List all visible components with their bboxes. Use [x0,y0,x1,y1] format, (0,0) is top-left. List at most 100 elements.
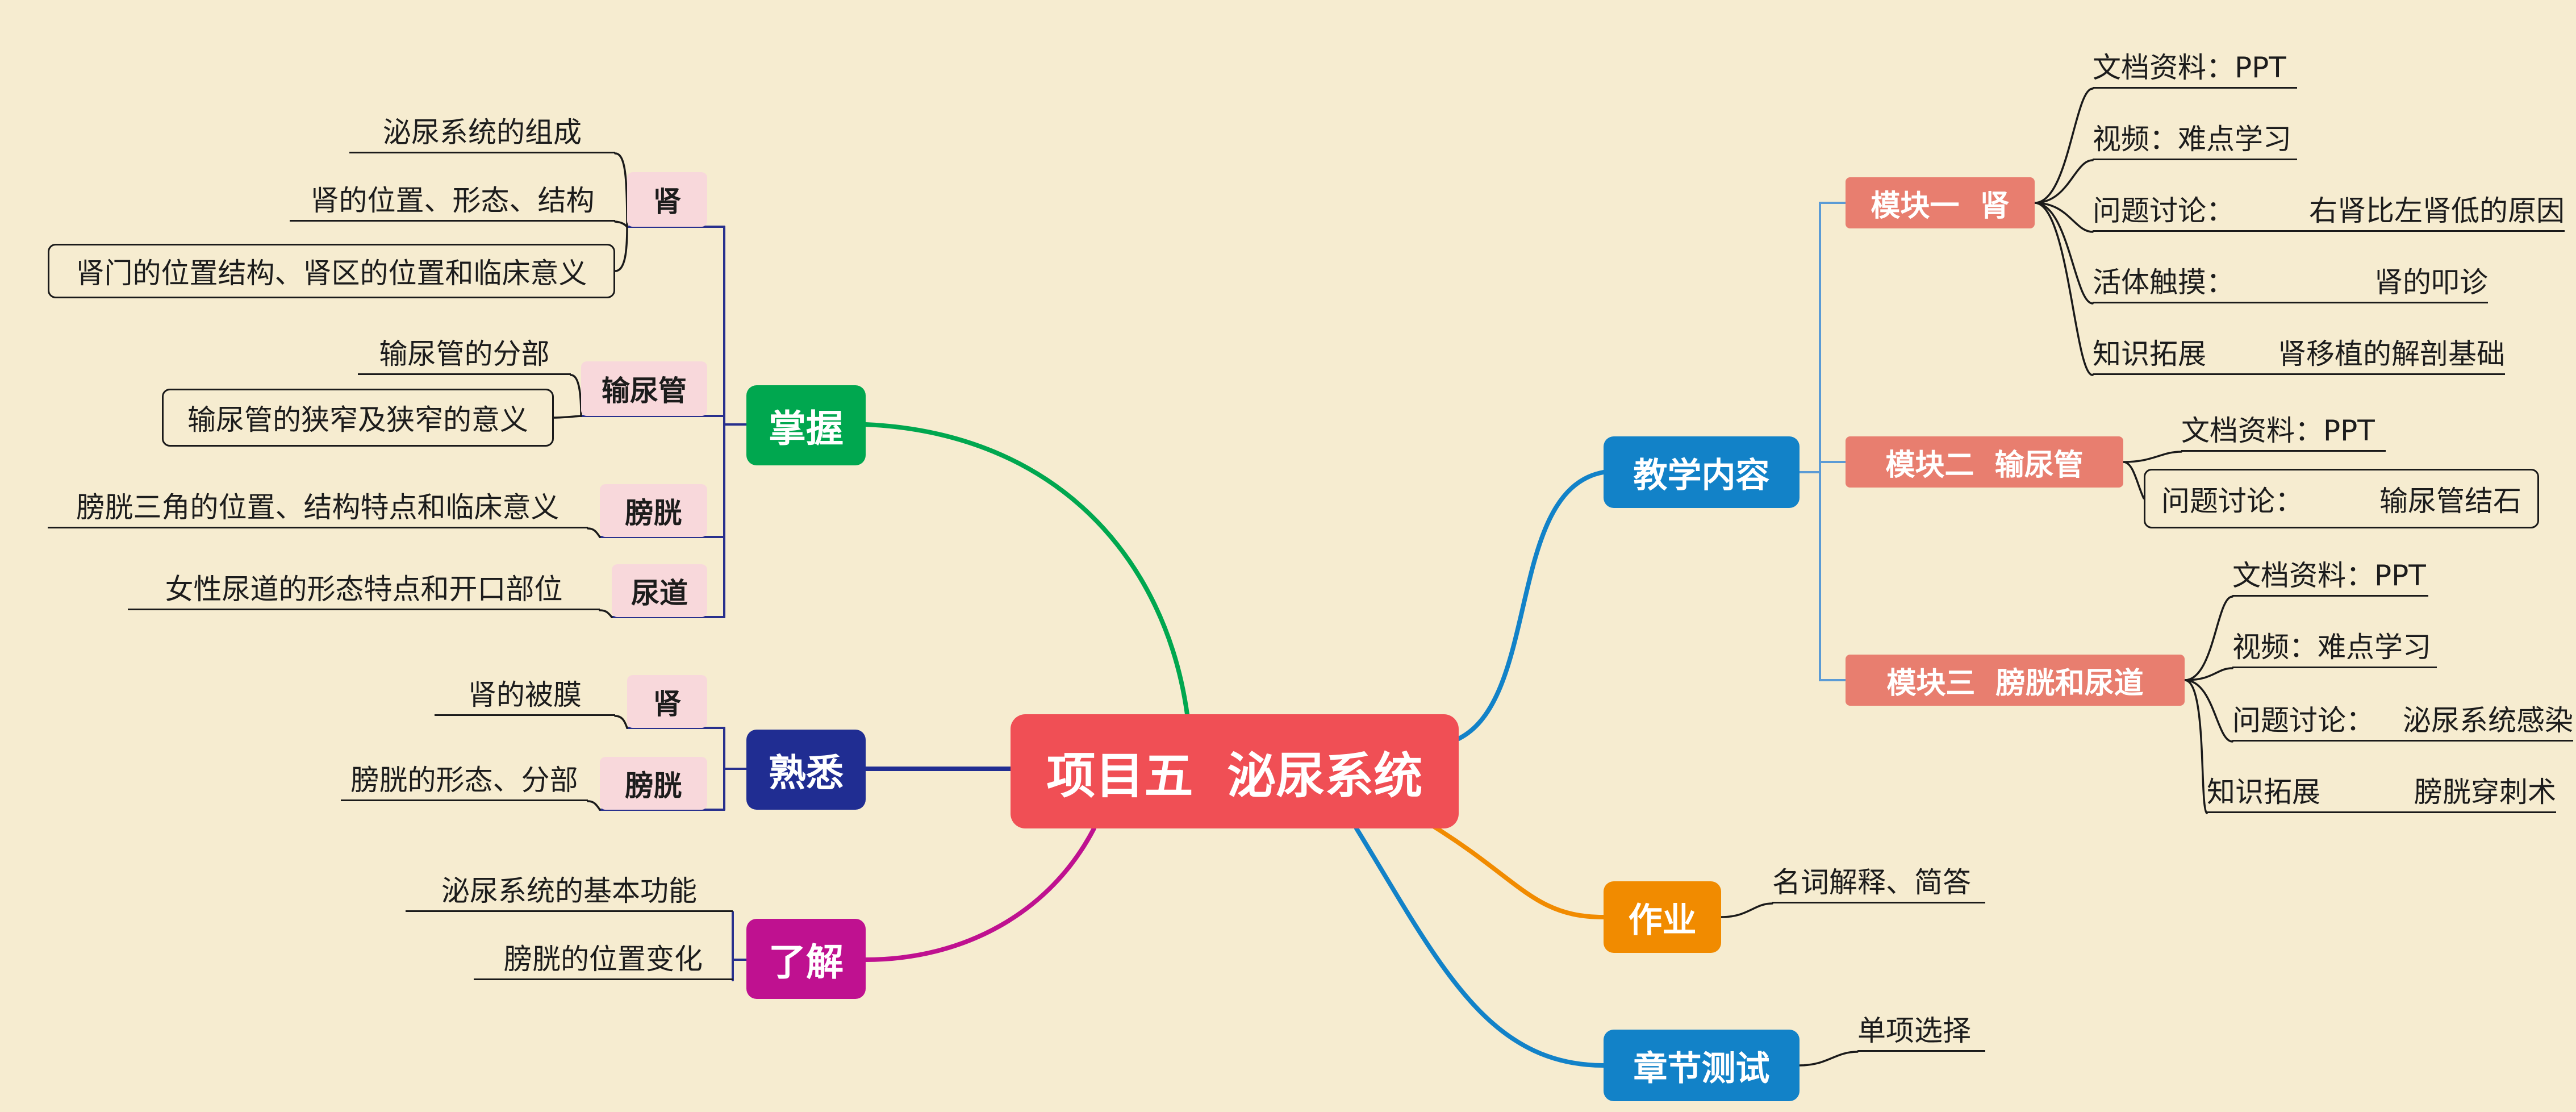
familiar-spine [723,727,748,811]
leaf-m1-discussion[interactable]: 问题讨论： 右肾比左肾低的原因 [2093,192,2565,232]
leaf-m2-discussion-label: 问题讨论： [2161,484,2303,518]
fan-m1-2 [2034,159,2094,204]
fan-m2-1 [2122,451,2182,463]
node-module2-ureter[interactable]: 模块二 输尿管 [1846,436,2123,488]
leaf-homework-types[interactable]: 名词解释、简答 [1772,864,1985,903]
bracket-kidney-2 [614,220,628,228]
leaf-renal-capsule[interactable]: 肾的被膜 [435,676,615,716]
topic-master-urethra-label: 尿道 [631,576,688,610]
leaf-bladder-position-change[interactable]: 膀胱的位置变化 [474,940,733,980]
leaf-m1-extension-value: 肾移植的解剖基础 [2278,338,2505,370]
node-chapter-test-label: 章节测试 [1633,1048,1770,1089]
fan-homework [1720,902,1773,918]
leaf-ureter-narrowings[interactable]: 输尿管的狭窄及狭窄的意义 [162,389,554,447]
node-understand-label: 了解 [769,940,844,984]
topic-familiar-kidney-label: 肾 [653,687,682,720]
leaf-m2-discussion[interactable]: 问题讨论： 输尿管结石 [2144,469,2539,528]
fan-m1-3 [2034,202,2094,233]
bracket-kidney-1 [614,152,628,228]
fan-m1-4 [2034,202,2094,305]
fan-m1-5 [2034,202,2094,376]
leaf-urinary-composition[interactable]: 泌尿系统的组成 [349,114,615,153]
leaf-m3-knowledge-extension[interactable]: 知识拓展 膀胱穿刺术 [2207,773,2556,813]
leaf-bladder-shape[interactable]: 膀胱的形态、分部 [341,761,588,801]
node-understand[interactable]: 了解 [746,919,866,999]
bracket-urethra-1 [599,609,613,618]
leaf-m1-knowledge-extension[interactable]: 知识拓展 肾移植的解剖基础 [2093,335,2505,375]
node-module1-label: 模块一 肾 [1871,189,2010,223]
leaf-m2-discussion-value: 输尿管结石 [2379,484,2521,518]
leaf-m3-extension-label: 知识拓展 [2207,776,2320,809]
leaf-m1-discussion-value: 右肾比左肾低的原因 [2309,194,2565,227]
leaf-m3-doc-ppt[interactable]: 文档资料：PPT [2232,557,2428,597]
leaf-m1-discussion-label: 问题讨论： [2093,194,2235,227]
bracket-kidney-3 [614,226,628,272]
fan-m3-2 [2183,667,2233,681]
leaf-m2-doc-ppt[interactable]: 文档资料：PPT [2181,412,2386,452]
leaf-m1-live-touch-label: 活体触摸： [2093,266,2235,299]
leaf-ureter-parts[interactable]: 输尿管的分部 [358,335,571,375]
teaching-spine [1798,202,1847,681]
branch-teaching-curve [1456,470,1606,741]
bracket-ureter-1 [570,374,582,417]
topic-master-ureter[interactable]: 输尿管 [581,361,707,416]
leaf-m3-discussion-value: 泌尿系统感染 [2403,704,2573,737]
leaf-m1-video[interactable]: 视频：难点学习 [2093,120,2297,160]
center-topic-label: 项目五 泌尿系统 [1046,748,1423,805]
leaf-m3-discussion[interactable]: 问题讨论： 泌尿系统感染 [2232,702,2573,742]
topic-master-bladder-label: 膀胱 [625,496,682,530]
node-teaching-content[interactable]: 教学内容 [1604,436,1800,508]
leaf-m1-extension-label: 知识拓展 [2093,338,2206,370]
leaf-test-single-choice[interactable]: 单项选择 [1857,1012,1985,1052]
leaf-female-urethra[interactable]: 女性尿道的形态特点和开口部位 [128,570,600,610]
node-master-label: 掌握 [769,406,844,451]
topic-master-urethra[interactable]: 尿道 [612,564,707,617]
leaf-m3-extension-value: 膀胱穿刺术 [2414,776,2556,809]
bracket-ureter-2 [553,415,582,419]
topic-master-kidney-label: 肾 [653,185,682,218]
node-homework[interactable]: 作业 [1604,881,1721,953]
topic-familiar-bladder-label: 膀胱 [625,769,682,802]
understand-spine [732,911,748,981]
topic-master-ureter-label: 输尿管 [602,374,687,407]
leaf-basic-function[interactable]: 泌尿系统的基本功能 [406,872,733,912]
fan-test [1798,1051,1859,1067]
center-topic[interactable]: 项目五 泌尿系统 [1011,714,1459,828]
branch-understand-curve [863,826,1096,962]
leaf-m1-live-touch[interactable]: 活体触摸： 肾的叩诊 [2093,264,2488,303]
topic-master-kidney[interactable]: 肾 [627,172,707,227]
node-module2-label: 模块二 输尿管 [1885,448,2084,482]
leaf-kidney-position[interactable]: 肾的位置、形态、结构 [290,182,615,222]
node-homework-label: 作业 [1628,900,1697,940]
leaf-m3-discussion-label: 问题讨论： [2232,704,2374,737]
node-master[interactable]: 掌握 [746,385,866,465]
leaf-bladder-trigone[interactable]: 膀胱三角的位置、结构特点和临床意义 [48,489,588,528]
leaf-m1-live-touch-value: 肾的叩诊 [2374,266,2488,299]
node-module3-label: 模块三 膀胱和尿道 [1886,666,2144,701]
node-familiar-label: 熟悉 [769,751,844,795]
topic-familiar-bladder[interactable]: 膀胱 [600,757,707,810]
fan-m3-3 [2183,679,2233,743]
bracket-fam-bladder [587,800,601,811]
leaf-m1-doc-ppt[interactable]: 文档资料：PPT [2093,49,2297,89]
bracket-bladder-1 [587,527,601,538]
node-teaching-label: 教学内容 [1633,455,1770,495]
topic-familiar-kidney[interactable]: 肾 [627,675,707,728]
topic-master-bladder[interactable]: 膀胱 [600,484,707,537]
branch-test-curve [1354,826,1606,1068]
branch-homework-curve [1429,823,1606,919]
fan-m2-2 [2122,461,2145,499]
node-chapter-test[interactable]: 章节测试 [1604,1030,1800,1101]
fan-m3-4 [2183,679,2208,814]
node-module3-bladder-urethra[interactable]: 模块三 膀胱和尿道 [1846,655,2185,706]
node-familiar[interactable]: 熟悉 [746,730,866,810]
leaf-renal-hilum[interactable]: 肾门的位置结构、肾区的位置和临床意义 [48,244,615,298]
fan-m1-1 [2034,88,2094,204]
fan-m3-1 [2183,595,2233,681]
bracket-fam-kidney [614,715,628,729]
leaf-m3-video[interactable]: 视频：难点学习 [2232,628,2437,668]
master-spine [723,226,748,618]
node-module1-kidney[interactable]: 模块一 肾 [1846,177,2035,228]
